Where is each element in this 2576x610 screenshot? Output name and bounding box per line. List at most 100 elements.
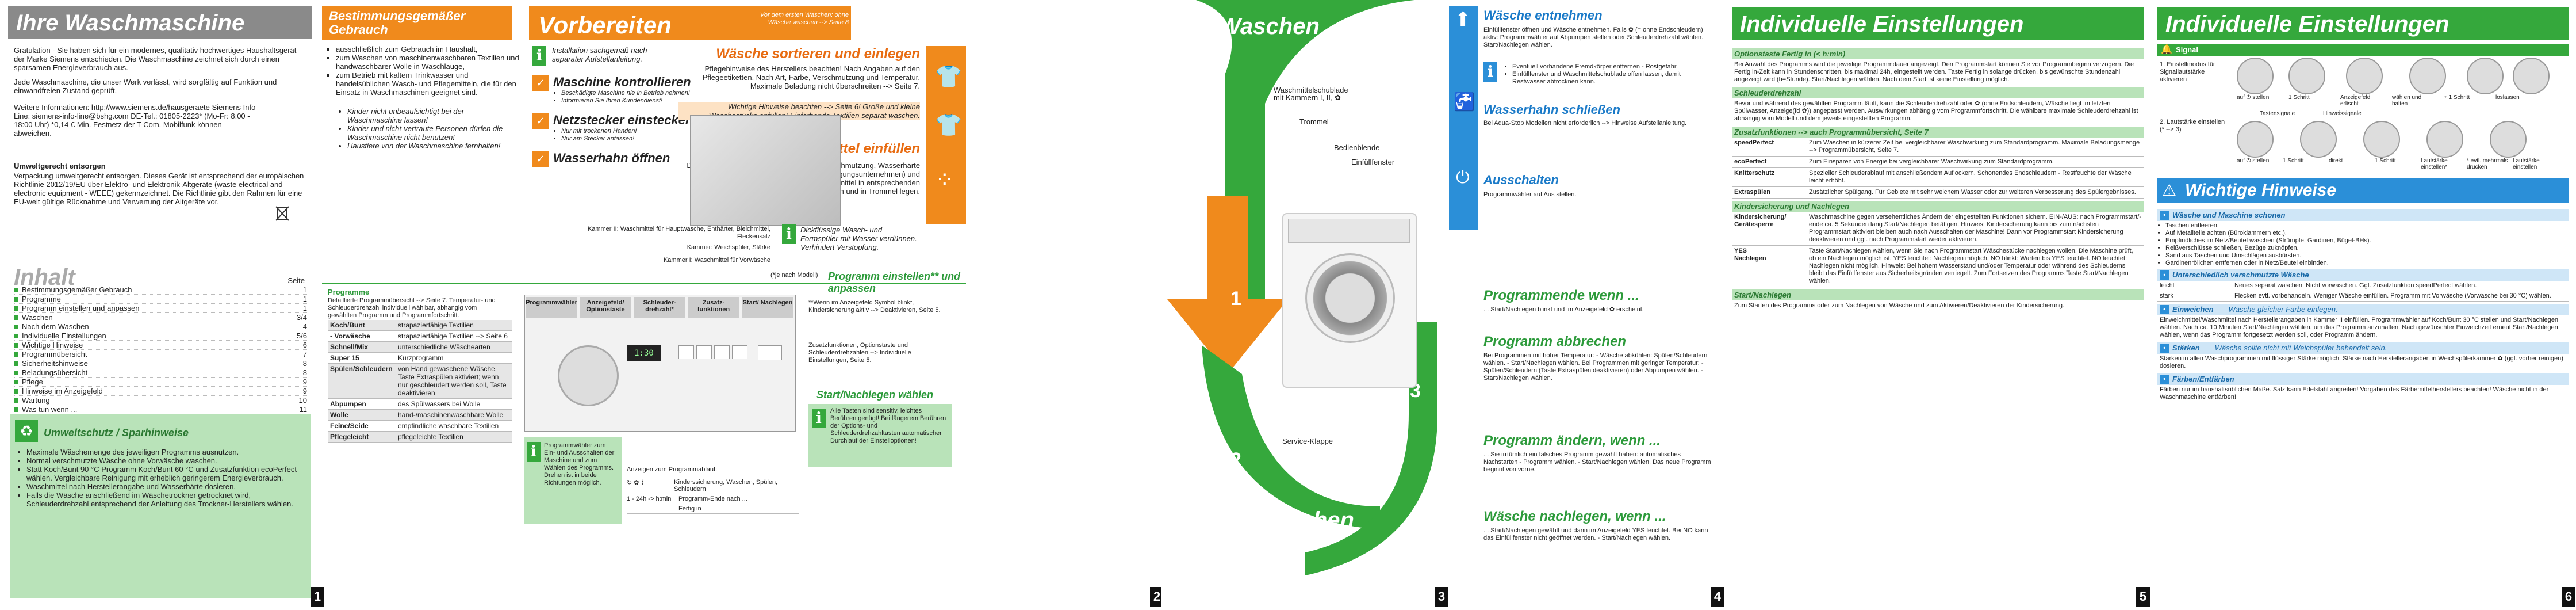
- contact-info: Weitere Informationen: http://www.siemen…: [14, 103, 256, 138]
- signal-head: Signal: [2176, 45, 2199, 54]
- toc-item[interactable]: Bestimmungsgemäßer Gebrauch 1: [14, 285, 307, 295]
- function-name: speedPerfect: [1734, 139, 1774, 146]
- prep-header: [529, 6, 851, 40]
- toc-item-text: Wichtige Hinweise: [22, 341, 83, 349]
- signal-dial: [2490, 121, 2527, 158]
- yes-name: YES: [1734, 247, 1747, 254]
- dose-note: Dickflüssige Wasch- und Formspüler mit W…: [800, 226, 917, 251]
- function-button[interactable]: [714, 345, 730, 359]
- sort-title: Wäsche sortieren und einlegen: [716, 46, 920, 62]
- signal-dial: [2237, 58, 2274, 94]
- dirt-name: leicht: [2160, 282, 2175, 289]
- dye-head-text: Färben/Entfärben: [2172, 375, 2234, 383]
- settings-row-text: Bei Anwahl des Programms wird die jeweil…: [1734, 61, 2134, 83]
- start-head: Start/Nachlegen: [1732, 289, 2144, 300]
- toc-item-text: Sicherheitshinweise: [22, 359, 88, 368]
- toc-item-row: Was tun wenn ...: [14, 405, 77, 414]
- step-icon: ✓: [532, 113, 549, 129]
- toc-item[interactable]: Programme 1: [14, 295, 307, 304]
- prep-note: Installation sachgemäß nach separater Au…: [552, 46, 647, 63]
- display-symbol: ↻ ✿ ⌇: [627, 479, 644, 486]
- bullet-icon: [14, 398, 18, 403]
- toc-item-page: 1: [302, 295, 307, 303]
- dye-head: •Färben/Entfärben: [2157, 373, 2569, 385]
- toc-item-page: 11: [299, 405, 308, 414]
- page-2: Bestimmungsgemäßer Gebrauch ausschließli…: [322, 0, 1162, 610]
- page-title: Ihre Waschmaschine: [8, 6, 312, 39]
- toc-item[interactable]: Nach dem Waschen 4: [14, 322, 307, 331]
- toc-item-row: Hinweise im Anzeigefeld: [14, 387, 103, 395]
- bullet-icon: [14, 288, 18, 292]
- page-4: ⬆ 🚰 ⏻ Wäsche entnehmen Einfüllfenster öf…: [1449, 0, 1725, 610]
- control-panel-label: Programmwähler: [526, 297, 577, 318]
- control-panel-label: Start/ Nachlegen: [742, 297, 793, 318]
- remove-text: Einfüllfenster öffnen und Wäsche entnehm…: [1483, 26, 1704, 48]
- toc-item-text: Pflege: [22, 378, 43, 386]
- settings-row-head: Schleuderdrehzahl: [1732, 87, 2144, 98]
- info-icon-2: i: [782, 224, 796, 244]
- start-text: Zum Starten des Programms oder zum Nachl…: [1734, 302, 2065, 309]
- care-item: Taschen entleeren.: [2165, 222, 2569, 230]
- signal-dial: [2426, 121, 2463, 158]
- eco-item: Waschmittel nach Herstellerangabe und Wa…: [26, 482, 308, 491]
- signal-label: auf ⏻ stellen: [2237, 94, 2270, 101]
- toc-item-row: Sicherheitshinweise: [14, 359, 88, 368]
- step-note: Nur mit trockenen Händen!: [561, 128, 693, 135]
- arrow-number-2: 2: [1230, 449, 1241, 471]
- settings-title: Individuelle Einstellungen: [1732, 7, 2144, 40]
- bullet-icon: [14, 380, 18, 384]
- tap-icon: 🚰: [1454, 93, 1475, 112]
- tap-title: Wasserhahn schließen: [1483, 102, 1621, 117]
- function-button[interactable]: [678, 345, 694, 359]
- start-button[interactable]: [758, 345, 782, 360]
- toc-item-page: 1: [302, 285, 307, 294]
- lock-name: Kindersicherung/ Gerätesperre: [1734, 214, 1787, 228]
- control-panel-label: Anzeigefeld/ Optionstaste: [580, 297, 631, 318]
- start-info-box: [808, 404, 952, 467]
- settings-row-text: Bevor und während des gewählten Programm…: [1734, 100, 2138, 122]
- toc-item-page: 4: [302, 322, 307, 331]
- function-button[interactable]: [732, 345, 747, 359]
- machine-door: [1305, 253, 1395, 343]
- program-desc: des Spülwassers bei Wolle: [396, 398, 512, 410]
- wash-arrows: [1167, 0, 1438, 575]
- bullet-icon: [14, 325, 18, 329]
- bullet-icon: [14, 297, 18, 302]
- toc-item-text: Programme: [22, 295, 61, 303]
- program-dial[interactable]: [558, 345, 619, 406]
- prep-steps: ✓Maschine kontrollierenBeschädigte Masch…: [532, 75, 693, 175]
- toc-item-text: Bestimmungsgemäßer Gebrauch: [22, 285, 132, 294]
- use-list: ausschließlich zum Gebrauch im Haushalt,…: [328, 45, 520, 97]
- cancel-text: Bei Programmen mit hoher Temperatur: - W…: [1483, 352, 1708, 382]
- signal-label: Hinweissignale: [2323, 110, 2362, 117]
- function-buttons[interactable]: [678, 345, 747, 359]
- program-name: Feine/Seide: [328, 420, 396, 432]
- function-button[interactable]: [696, 345, 712, 359]
- drawer-image: [690, 115, 841, 226]
- step-title: Netzstecker einstecken: [553, 113, 693, 127]
- eco-item: Maximale Wäschemenge des jeweiligen Prog…: [26, 448, 308, 456]
- display-screen: 1:30: [627, 345, 661, 361]
- toc-item[interactable]: Was tun wenn ... 11: [14, 405, 307, 414]
- toc-item-row: Nach dem Waschen: [14, 322, 89, 331]
- bucket-icon: •: [2160, 344, 2169, 353]
- settings-row-head: Optionstaste Fertig in (< h:min): [1732, 48, 2144, 59]
- shirt-icon-2: 👕: [935, 113, 963, 138]
- label-drawer: Waschmittelschublade mit Kammern I, II, …: [1274, 86, 1348, 102]
- page-1: Ihre Waschmaschine Gratulation - Sie hab…: [0, 0, 322, 610]
